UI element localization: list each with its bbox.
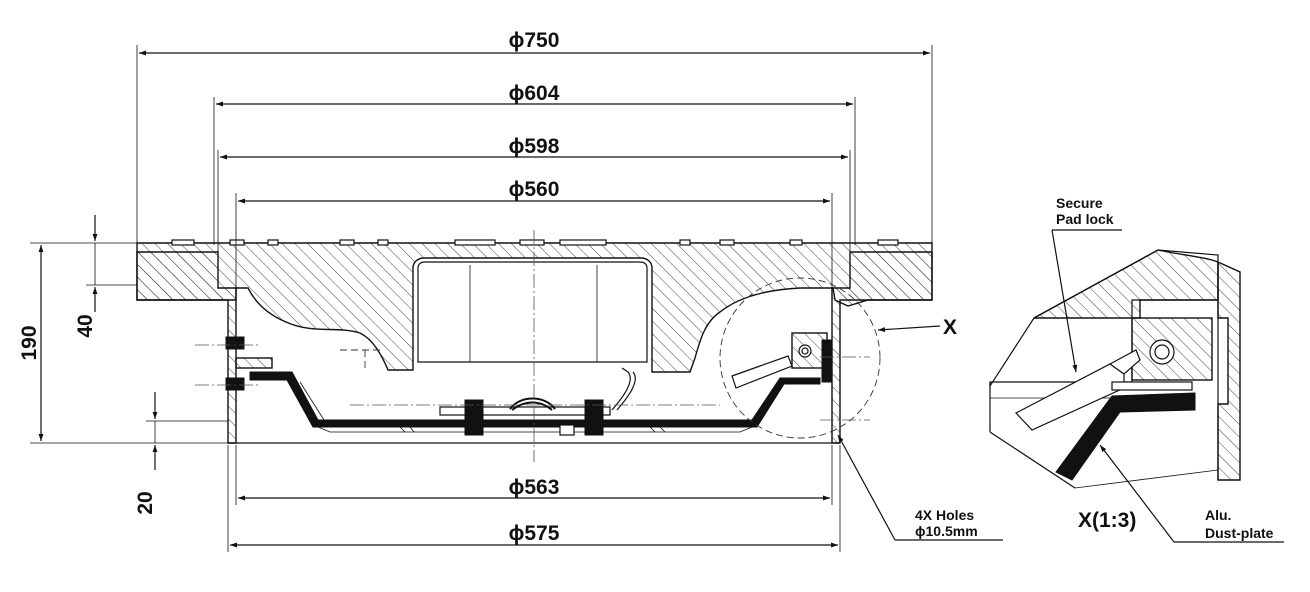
dim-d575: ϕ575: [509, 522, 560, 545]
dust-plate: [249, 371, 821, 428]
detail-dust-plate: [1055, 392, 1196, 481]
detail-frame: [1217, 260, 1241, 481]
detail-body-edge: [989, 431, 1076, 489]
dim-h40: 40: [74, 314, 97, 337]
surface-texture: [171, 239, 899, 246]
dustplate-leader: [1099, 444, 1175, 543]
dim-d560: ϕ560: [509, 178, 560, 201]
detail-cover-section: [1033, 249, 1219, 319]
padlock-leader: [1051, 229, 1078, 373]
detail-seal: [1111, 381, 1193, 391]
dustplate-label-1: Alu.: [1205, 507, 1231, 523]
dim-h20: 20: [134, 491, 157, 514]
detail-circle: [719, 277, 881, 439]
detail-marker: X: [943, 316, 957, 339]
dim-d604: ϕ604: [509, 82, 560, 105]
dim-h190: 190: [18, 325, 41, 360]
hardware: [439, 367, 636, 436]
hidden-latch: [340, 349, 380, 368]
cover-section: [136, 242, 933, 373]
detail-body-edge: [1074, 469, 1219, 489]
padlock-label-1: Secure: [1056, 195, 1103, 211]
tray-edge: [299, 381, 325, 421]
dim-d598: ϕ598: [509, 135, 560, 158]
lock-mechanism-main: [731, 332, 833, 389]
main-section-view: [136, 230, 933, 462]
callouts: X 4X Holes ϕ10.5mm: [837, 316, 1003, 541]
dim-d563: ϕ563: [509, 476, 560, 499]
padlock-label-2: Pad lock: [1056, 211, 1114, 227]
detail-padlock-pin: [1108, 349, 1141, 375]
holes-label-2: ϕ10.5mm: [915, 523, 978, 539]
detail-padlock-lever: [1015, 363, 1125, 431]
dim-d750: ϕ750: [509, 29, 560, 52]
side-bolt-left: [225, 336, 273, 391]
tray-edge: [399, 426, 666, 433]
dimensions: ϕ750 ϕ604 ϕ598 ϕ560 ϕ563 ϕ575 190 40 20: [18, 29, 933, 552]
tray-edge: [317, 426, 753, 433]
dustplate-label-2: Dust-plate: [1205, 525, 1274, 541]
detail-title: X(1:3): [1078, 509, 1136, 532]
holes-label-1: 4X Holes: [915, 507, 974, 523]
cover-boss: [417, 261, 648, 363]
detail-view: Secure Pad lock Alu. Dust-plate X(1:3): [989, 195, 1284, 543]
detail-lock-hole: [1154, 344, 1170, 360]
